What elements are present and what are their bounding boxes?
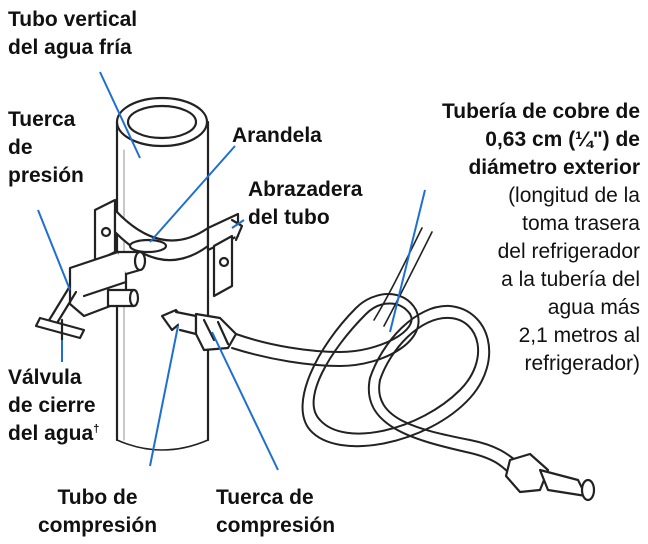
leader-tubo-vertical xyxy=(99,71,141,159)
leader-abrazadera xyxy=(231,219,245,229)
vertical-water-pipe xyxy=(115,96,210,451)
label-tubo-vertical: Tubo vertical del agua fría xyxy=(8,8,138,59)
label-tubo-compresion: Tubo de compresión xyxy=(38,486,158,537)
label-tuberia-cobre: Tubería de cobre de 0,63 cm (¼") de diám… xyxy=(442,100,640,375)
shutoff-valve xyxy=(34,250,147,342)
label-valvula: Válvula de cierre del agua† xyxy=(8,366,100,445)
tubing-end-fitting xyxy=(504,452,596,502)
leader-tuerca-presion xyxy=(37,209,71,291)
compression-fitting xyxy=(160,308,238,352)
copper-tubing xyxy=(231,227,521,475)
label-tuerca-compresion: Tuerca de compresión xyxy=(216,486,336,537)
washer xyxy=(128,238,168,254)
leader-tubo-compresion xyxy=(149,325,179,467)
label-arandela: Arandela xyxy=(232,124,322,147)
label-tuerca-presion: Tuerca de presión xyxy=(8,108,84,187)
leader-tuberia xyxy=(389,189,426,333)
leader-arandela xyxy=(149,145,236,243)
dagger-mark: † xyxy=(93,423,100,435)
label-abrazadera: Abrazadera del tubo xyxy=(248,178,363,229)
leader-tuerca-compresion xyxy=(211,331,279,471)
